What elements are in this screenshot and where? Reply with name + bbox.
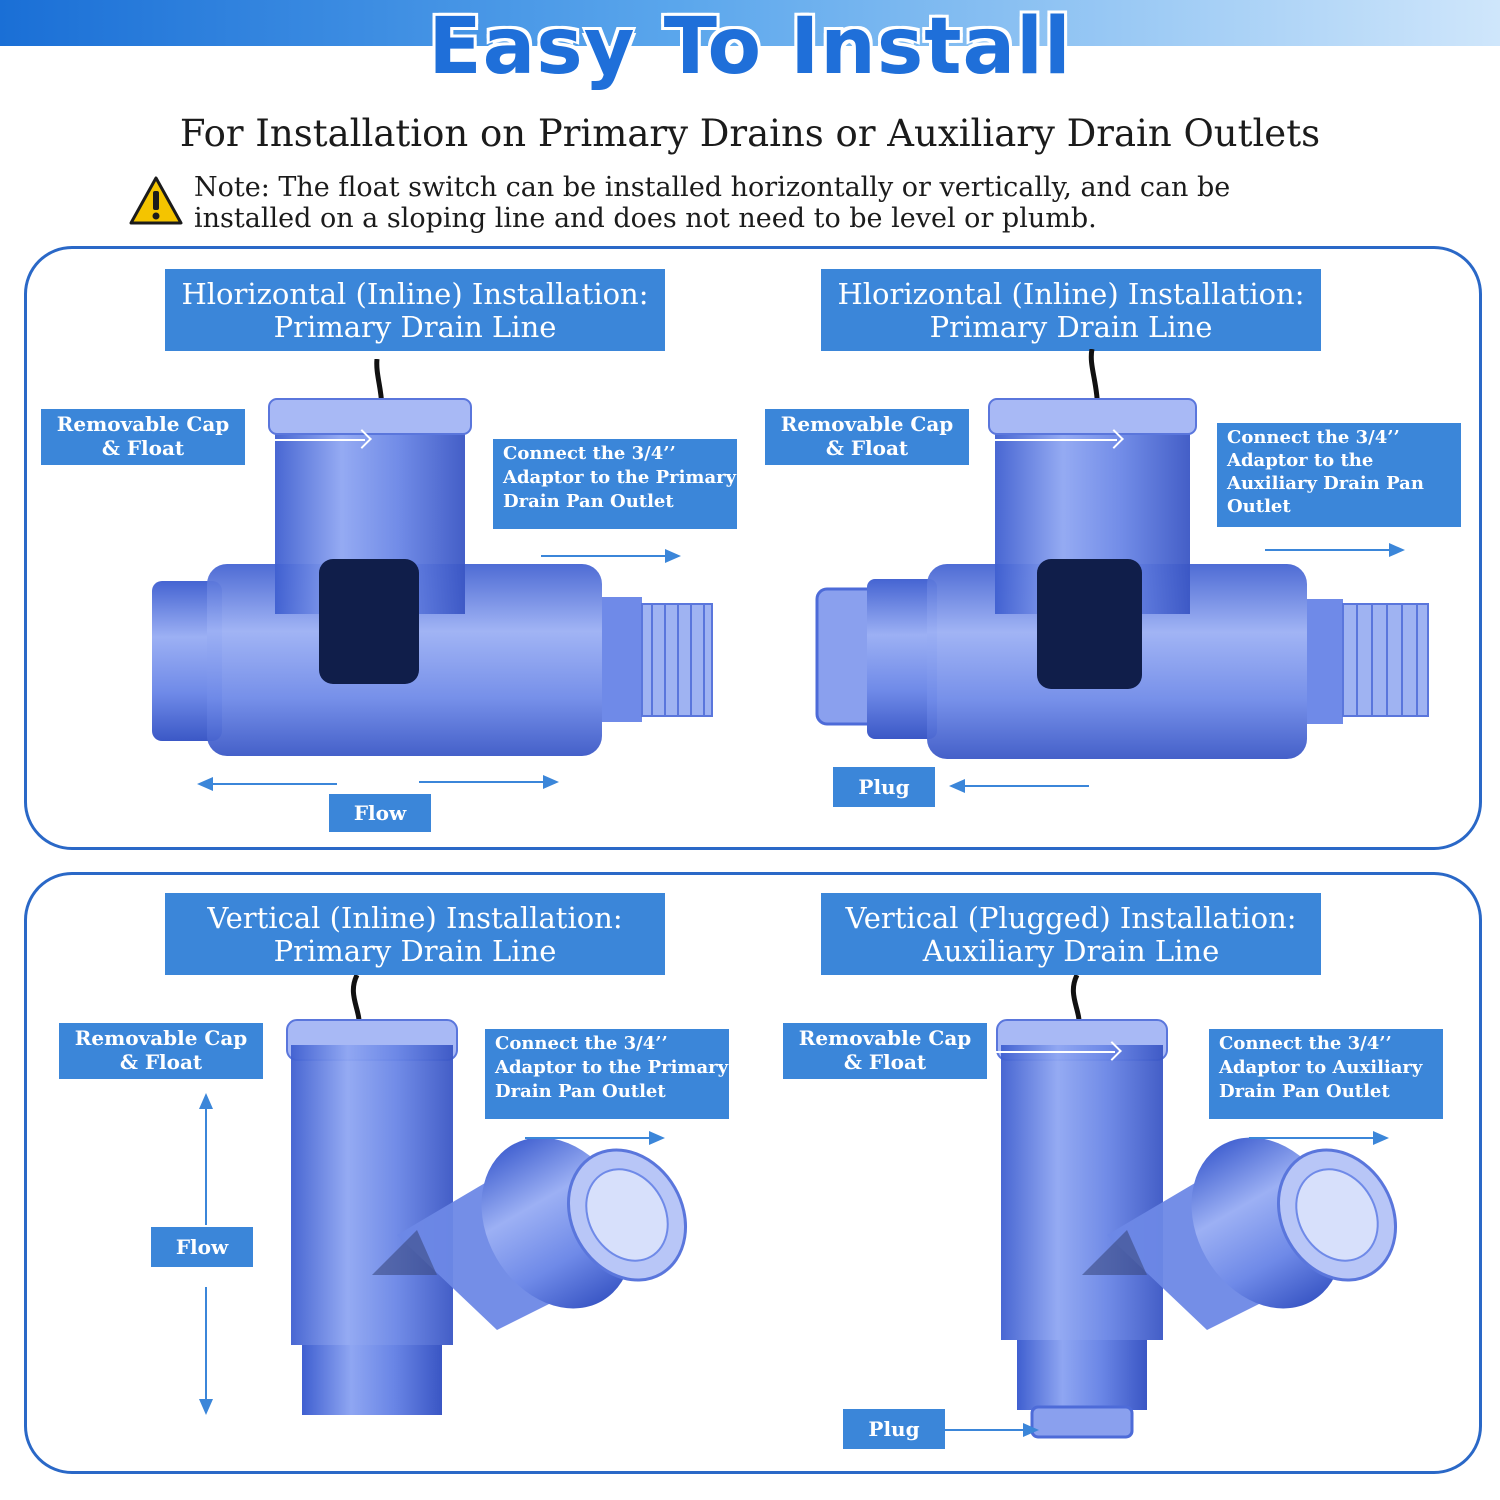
cap-line-1: Removable Cap — [798, 1026, 972, 1050]
removable-cap-tag: Removable Cap & Float — [765, 409, 969, 465]
vertical-inline-title: Vertical (Inline) Installation: Primary … — [165, 893, 665, 975]
title-line-1: Vertical (Inline) Installation: — [207, 901, 623, 935]
plug-tag: Plug — [843, 1409, 945, 1449]
horizontal-inline-title: Hlorizontal (Inline) Installation: Prima… — [165, 269, 665, 351]
note-line-2: installed on a sloping line and does not… — [194, 203, 1097, 234]
horizontal-plugged-title: Hlorizontal (Inline) Installation: Prima… — [821, 269, 1321, 351]
cap-line-2: & Float — [843, 1050, 927, 1074]
title-line-1: Hlorizontal (Inline) Installation: — [837, 277, 1305, 311]
outlet-arrow — [525, 1131, 665, 1145]
outlet-arrow — [1265, 543, 1405, 557]
connect-line-4: Outlet — [1227, 496, 1291, 517]
connect-adaptor-tag: Connect the 3/4’’ Adaptor to the Primary… — [493, 439, 737, 529]
cap-line-1: Removable Cap — [56, 412, 230, 436]
connect-line-2: Adaptor to Auxiliary — [1219, 1057, 1423, 1078]
removable-cap-tag: Removable Cap & Float — [59, 1023, 263, 1079]
connect-line-2: Adaptor to the — [1227, 450, 1374, 471]
title-line-2: Primary Drain Line — [273, 310, 557, 344]
title-line-2: Primary Drain Line — [929, 310, 1213, 344]
flow-tag: Flow — [151, 1227, 253, 1267]
connect-line-3: Drain Pan Outlet — [1219, 1081, 1390, 1102]
connect-adaptor-tag: Connect the 3/4’’ Adaptor to the Auxilia… — [1217, 423, 1461, 527]
cap-line-1: Removable Cap — [780, 412, 954, 436]
connect-line-1: Connect the 3/4’’ — [503, 443, 676, 464]
flow-arrow-up — [199, 1093, 213, 1225]
plug-tag: Plug — [833, 767, 935, 807]
note: Note: The float switch can be installed … — [128, 172, 1428, 234]
plug-arrow — [949, 779, 1089, 793]
subtitle: For Installation on Primary Drains or Au… — [179, 112, 1321, 155]
top-banner-bar — [0, 0, 1500, 46]
connect-line-3: Drain Pan Outlet — [503, 491, 674, 512]
vertical-plugged-title: Vertical (Plugged) Installation: Auxilia… — [821, 893, 1321, 975]
tee-fitting-vertical-plugged — [996, 975, 1398, 1439]
cap-line-2: & Float — [825, 436, 909, 460]
cap-arrow — [987, 1051, 1115, 1053]
cap-line-2: & Float — [101, 436, 185, 460]
tee-fitting-horizontal-plugged — [815, 349, 1429, 759]
outlet-arrow — [541, 549, 681, 563]
flow-arrow-left — [197, 777, 337, 791]
removable-cap-tag: Removable Cap & Float — [41, 409, 245, 465]
cap-arrow — [245, 439, 365, 441]
note-line-1: Note: The float switch can be installed … — [194, 172, 1231, 203]
outlet-arrow — [1249, 1131, 1389, 1145]
title-line-1: Hlorizontal (Inline) Installation: — [181, 277, 649, 311]
connect-line-2: Adaptor to the Primary — [503, 467, 737, 488]
flow-arrow-right — [419, 775, 559, 789]
connect-line-3: Drain Pan Outlet — [495, 1081, 666, 1102]
headline: Easy To Install — [428, 2, 1072, 92]
connect-adaptor-tag: Connect the 3/4’’ Adaptor to Auxiliary D… — [1209, 1029, 1443, 1119]
removable-cap-tag: Removable Cap & Float — [783, 1023, 987, 1079]
title-line-2: Primary Drain Line — [273, 934, 557, 968]
tee-fitting-vertical-inline — [286, 975, 688, 1415]
connect-adaptor-tag: Connect the 3/4’’ Adaptor to the Primary… — [485, 1029, 729, 1119]
flow-tag: Flow — [329, 794, 431, 832]
warning-triangle-icon — [129, 176, 183, 225]
cap-arrow — [969, 439, 1117, 441]
tee-fitting-horizontal-inline — [152, 359, 713, 756]
note-text: Note: The float switch can be installed … — [194, 172, 1230, 234]
connect-line-2: Adaptor to the Primary — [495, 1057, 729, 1078]
connect-line-1: Connect the 3/4’’ — [1227, 427, 1400, 448]
horizontal-installation-panel: Hlorizontal (Inline) Installation: Prima… — [24, 246, 1482, 850]
title-line-2: Auxiliary Drain Line — [922, 934, 1220, 968]
cap-line-1: Removable Cap — [74, 1026, 248, 1050]
title-line-1: Vertical (Plugged) Installation: — [845, 901, 1297, 935]
vertical-installation-panel: Vertical (Inline) Installation: Primary … — [24, 872, 1482, 1474]
plug-arrow — [945, 1423, 1039, 1437]
cap-line-2: & Float — [119, 1050, 203, 1074]
flow-arrow-down — [199, 1287, 213, 1415]
connect-line-3: Auxiliary Drain Pan — [1227, 473, 1424, 494]
connect-line-1: Connect the 3/4’’ — [1219, 1033, 1392, 1054]
connect-line-1: Connect the 3/4’’ — [495, 1033, 668, 1054]
